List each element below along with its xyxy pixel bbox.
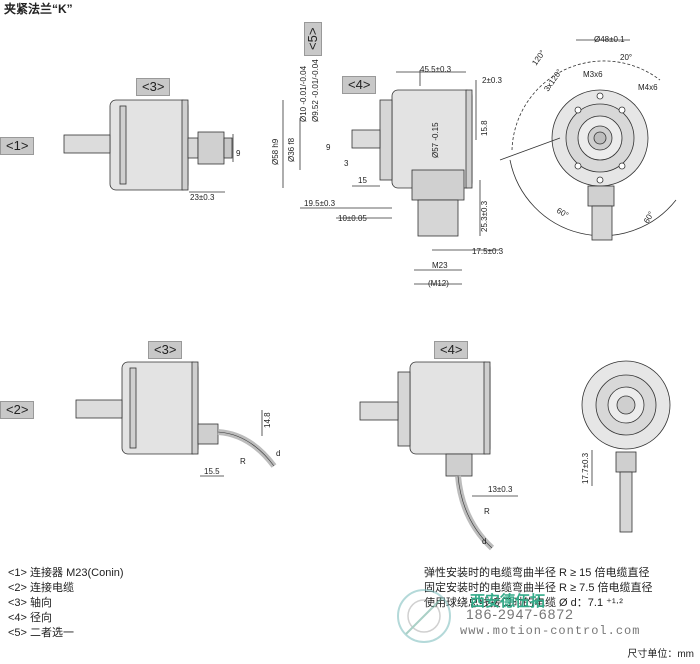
watermark-phone: 186-2947-6872 [466,606,574,622]
dim-48: Ø48±0.1 [594,35,625,44]
notes: 弹性安装时的电缆弯曲半径 R ≥ 15 倍电缆直径 固定安装时的电缆弯曲半径 R… [424,566,653,611]
note-line: 固定安装时的电缆弯曲半径 R ≥ 7.5 倍电缆直径 [424,582,653,594]
page-title: 夹紧法兰“K” [4,2,73,16]
angle-60a: 60° [555,206,570,220]
watermark-logo-icon [397,589,451,643]
dim-15: 15 [358,176,367,185]
dim-177: 17.7±0.3 [581,452,590,484]
legend-item: <5> 二者选一 [8,627,75,639]
legend-item: <1> 连接器 M23(Conin) [8,567,124,579]
angle-120: 120° [530,48,547,67]
legend: <1> 连接器 M23(Conin) <2> 连接电缆 <3> 轴向 <4> 径… [8,566,124,641]
dim-195: 19.5±0.3 [304,199,336,208]
dim-10b: 10±0.05 [338,214,367,223]
dim-2: 2±0.3 [482,76,503,85]
dim-10: Ø10 -0.01/-0.04 [299,65,308,122]
thread-m3: M3x6 [583,70,603,79]
label-d1: d [276,449,280,458]
encoder-front-view-cable [581,360,671,533]
view-tag-axial-top: <3> [136,78,171,96]
dim-58: Ø58 h9 [271,138,280,165]
dim-57: Ø57 -0.15 [431,122,440,158]
encoder-front-view [499,39,677,241]
dim-9b: 9 [326,143,331,152]
dim-952: Ø9.52 -0.01/-0.04 [311,59,320,122]
row-tag-connector: <1> [0,137,35,155]
dim-455: 45.5±0.3 [420,65,452,74]
angle-3x120: 3x120° [542,68,564,94]
dim-9: 9 [236,149,241,158]
dim-m12: (M12) [428,279,449,288]
label-d2: d [482,537,486,546]
view-tag-radial-top: <4> [342,76,377,94]
dim-36: Ø36 f8 [287,137,296,162]
note-line: 弹性安装时的电缆弯曲半径 R ≥ 15 倍电缆直径 [424,567,650,579]
dim-155: 15.5 [204,467,220,476]
dim-253: 25.3±0.3 [480,200,489,232]
watermark-company: 西安德伍拓 [470,593,546,610]
label-r1: R [240,457,246,466]
angle-20: 20° [620,53,632,62]
watermark-url: www.motion-control.com [460,624,641,638]
row-tag-cable: <2> [0,401,35,419]
dim-148: 14.8 [263,412,272,428]
legend-item: <3> 轴向 [8,597,53,609]
note-line: 使用球绕总线接口时的电缆 Ø d：7.1 ⁺¹·² [424,597,623,609]
legend-item: <4> 径向 [8,612,53,624]
encoder-axial-cable [75,361,277,477]
thread-m4: M4x6 [638,83,658,92]
dim-3: 3 [344,159,349,168]
dim-13: 13±0.3 [488,485,513,494]
view-tag-radial-bottom: <4> [434,341,469,359]
encoder-radial-connector [282,70,500,285]
unit-label: 尺寸单位：mm [627,649,694,660]
label-r2: R [484,507,490,516]
encoder-axial-connector [63,99,234,193]
view-tag-axial-bottom: <3> [148,341,183,359]
angle-60b: 60° [642,210,656,225]
dim-175: 17.5±0.3 [472,247,504,256]
encoder-radial-cable [359,361,518,551]
dim-23: 23±0.3 [190,193,215,202]
legend-item: <2> 连接电缆 [8,582,75,594]
dim-158: 15.8 [480,120,489,136]
dim-m23: M23 [432,261,448,270]
